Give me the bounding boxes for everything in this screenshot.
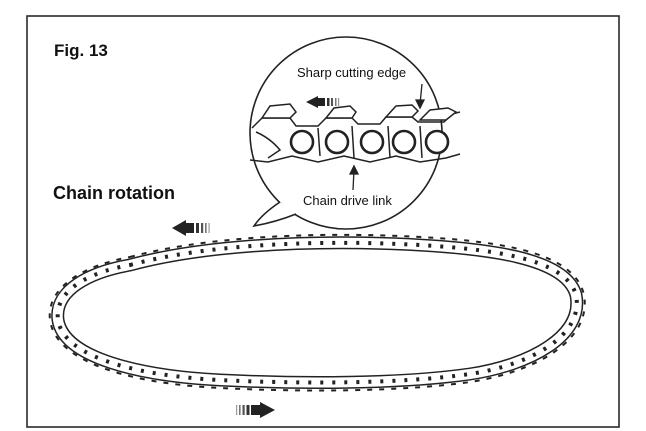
chain-rivet — [324, 129, 350, 155]
cutter-tooth — [324, 105, 357, 119]
arrow-left-icon — [172, 220, 210, 236]
pointer-sharp-edge — [414, 83, 426, 110]
pointer-drive-link — [348, 164, 360, 191]
figure-frame — [26, 15, 620, 428]
chain-rivet — [424, 129, 450, 155]
magnifier-callout — [249, 36, 443, 230]
chain-rivet — [359, 129, 385, 155]
chain-loop — [48, 233, 586, 392]
cutter-tooth — [260, 103, 297, 119]
sharp-cutting-edge-label: Sharp cutting edge — [297, 65, 407, 80]
chain-teeth-outer — [48, 233, 586, 392]
chain-rivet — [391, 129, 417, 155]
cutter-tooth — [384, 104, 420, 118]
chain-rivets-path — [55, 240, 579, 385]
chain-rotation-title: Chain rotation — [53, 183, 175, 203]
figure-label: Fig. 13 — [54, 41, 108, 60]
arrow-right-icon — [236, 402, 275, 418]
chain-drive-link-label: Chain drive link — [303, 193, 392, 208]
chain-detail — [249, 103, 461, 163]
chain-rivet — [289, 129, 315, 155]
arrow-left-icon — [306, 96, 340, 108]
cutter-tooth — [418, 107, 458, 121]
